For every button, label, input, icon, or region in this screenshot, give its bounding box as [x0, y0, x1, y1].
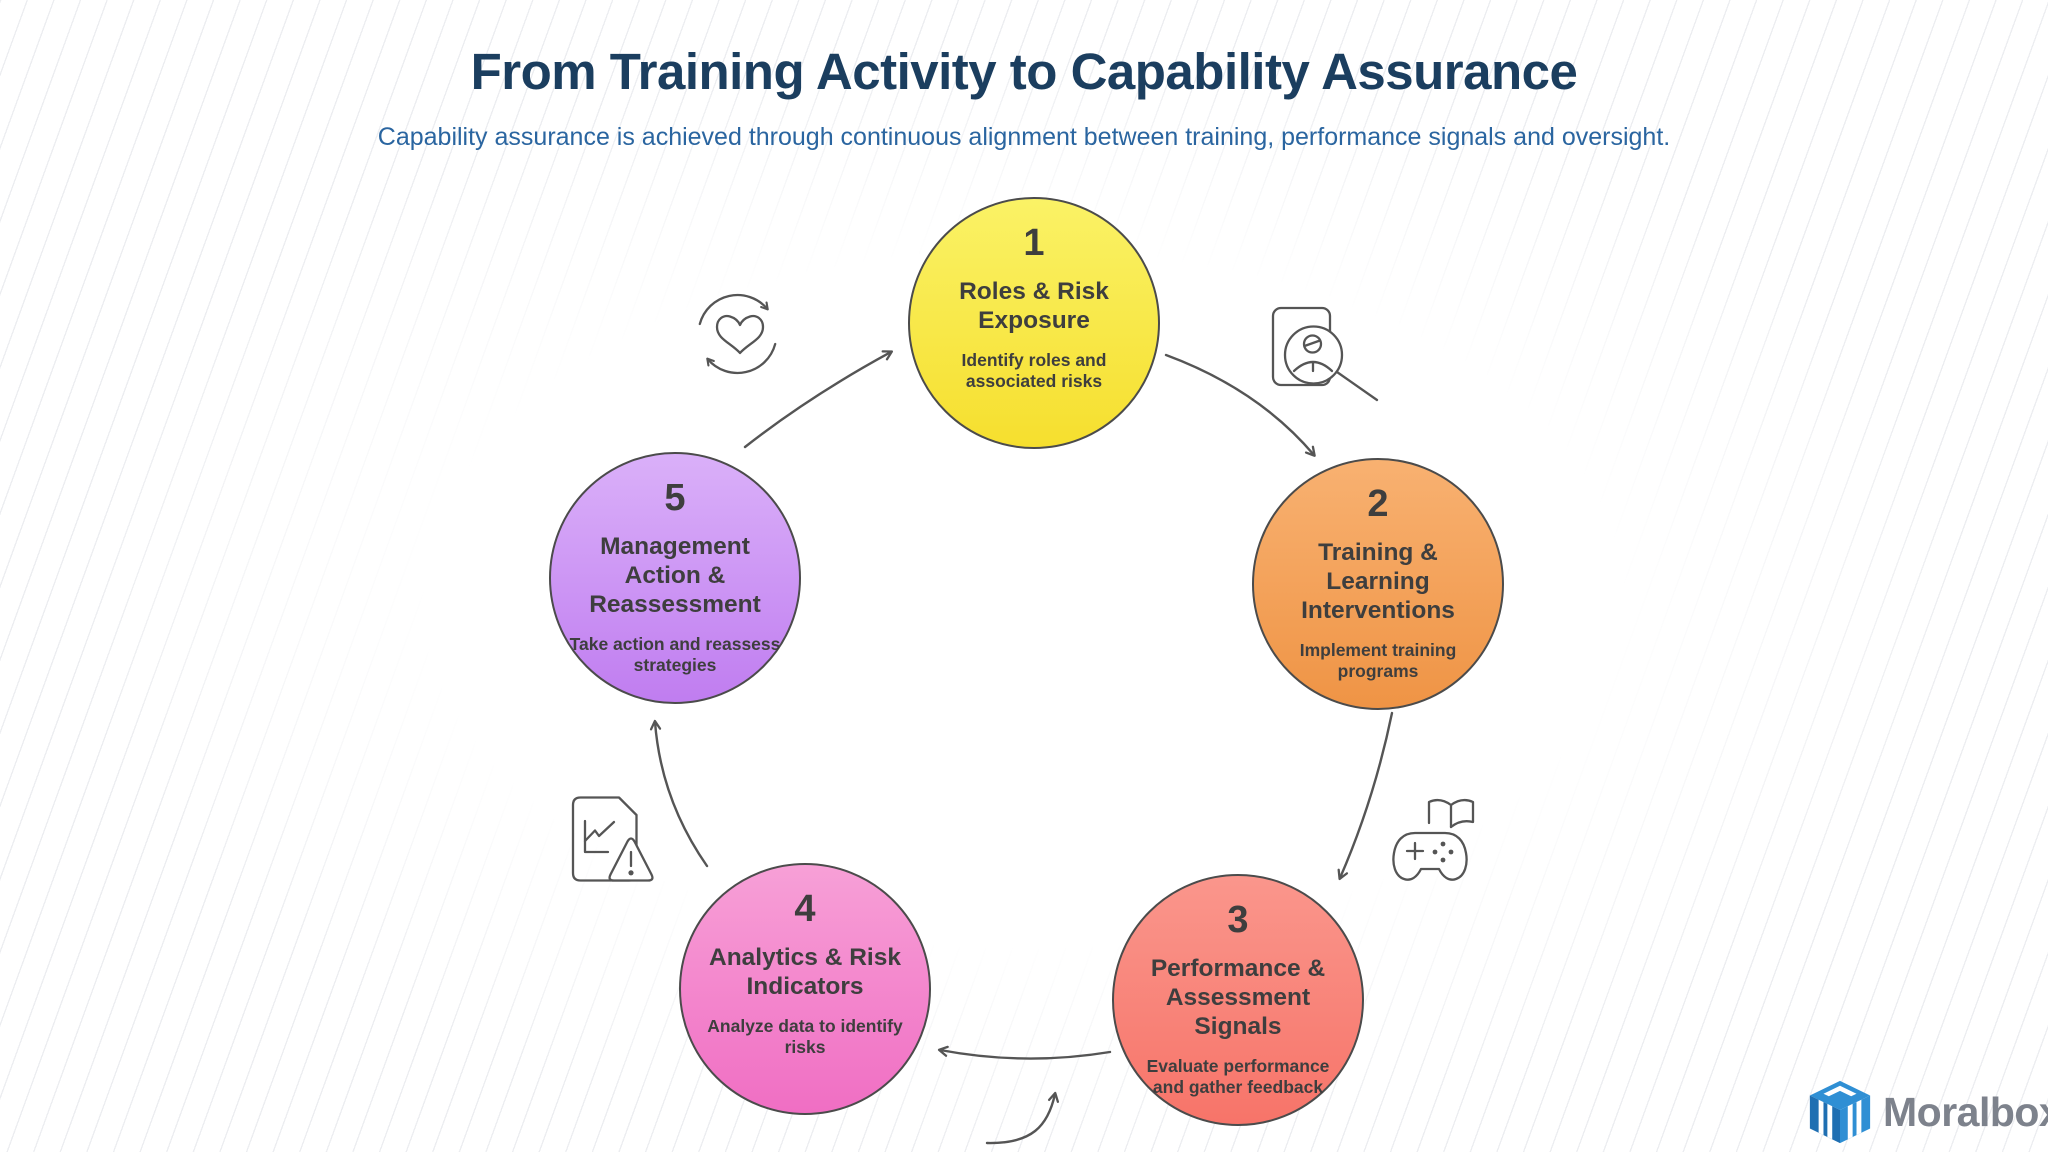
step-title: Training & Learning Interventions	[1301, 538, 1455, 624]
step-circle-4: 4 Analytics & Risk Indicators Analyze da…	[679, 863, 931, 1115]
step-title: Roles & Risk Exposure	[959, 277, 1109, 334]
moralbox-logo-icon	[1809, 1080, 1871, 1144]
step-description: Identify roles and associated risks	[961, 349, 1107, 392]
moralbox-logo-text: Moralbox	[1883, 1088, 2048, 1135]
step-number: 3	[1227, 899, 1249, 941]
step-circle-2: 2 Training & Learning Interventions Impl…	[1252, 458, 1504, 710]
page-title: From Training Activity to Capability Ass…	[470, 43, 1578, 100]
step-number: 4	[794, 888, 816, 930]
header: From Training Activity to Capability Ass…	[0, 42, 2048, 152]
step-number: 1	[1023, 222, 1045, 264]
step-circle-3: 3 Performance & Assessment Signals Evalu…	[1112, 874, 1364, 1126]
step-number: 5	[664, 477, 686, 519]
page-subtitle: Capability assurance is achieved through…	[377, 123, 1671, 151]
step-description: Implement training programs	[1299, 639, 1457, 682]
moralbox-logo: Moralbox	[1806, 1078, 2048, 1146]
step-circle-5: 5 Management Action & Reassessment Take …	[549, 452, 801, 704]
step-description: Analyze data to identify risks	[707, 1015, 903, 1058]
step-title: Analytics & Risk Indicators	[709, 943, 901, 1000]
step-description: Take action and reassess strategies	[569, 633, 781, 676]
step-circle-1: 1 Roles & Risk Exposure Identify roles a…	[908, 197, 1160, 449]
step-number: 2	[1367, 483, 1389, 525]
step-title: Management Action & Reassessment	[589, 532, 761, 618]
step-description: Evaluate performance and gather feedback	[1146, 1055, 1330, 1098]
step-title: Performance & Assessment Signals	[1150, 954, 1326, 1040]
